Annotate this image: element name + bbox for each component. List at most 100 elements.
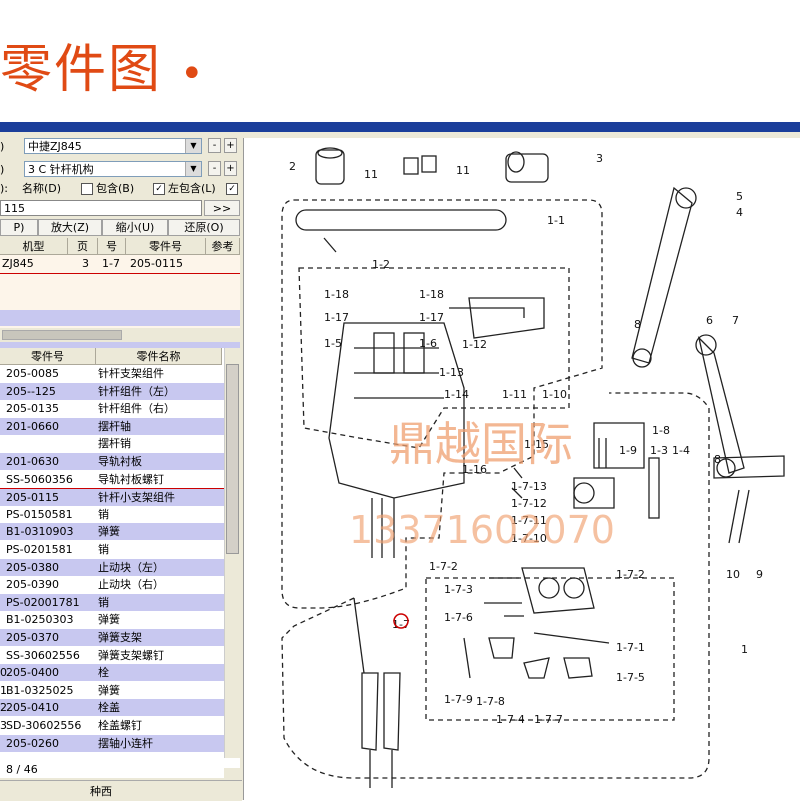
- col-header-model[interactable]: 机型: [0, 238, 68, 255]
- left-contains-checkbox[interactable]: ✓: [153, 183, 165, 195]
- mechanism-select[interactable]: 3 C 针杆机构 ▼: [24, 161, 202, 177]
- contains-option[interactable]: 包含(B): [78, 180, 134, 198]
- part-callout-label[interactable]: 1-7-10: [511, 532, 547, 545]
- part-callout-label[interactable]: 1-7-11: [511, 514, 547, 527]
- part-callout-label[interactable]: 9: [756, 568, 763, 581]
- part-callout-label[interactable]: 1-7-4: [496, 713, 525, 726]
- part-callout-label[interactable]: 1-7-13: [511, 480, 547, 493]
- col-header-part-number[interactable]: 零件号: [126, 238, 206, 255]
- part-callout-label[interactable]: 10: [726, 568, 740, 581]
- col-header-number[interactable]: 号: [98, 238, 126, 255]
- part-callout-label[interactable]: 8: [634, 318, 641, 331]
- part-callout-label[interactable]: 2: [289, 160, 296, 173]
- part-callout-label[interactable]: 7: [732, 314, 739, 327]
- part-callout-label[interactable]: 3: [596, 152, 603, 165]
- part-callout-label[interactable]: 1-17: [419, 311, 444, 324]
- part-callout-label[interactable]: 1-7-2: [429, 560, 458, 573]
- table-row[interactable]: ZJ845 3 1-7 205-0115: [0, 255, 240, 274]
- part-callout-label[interactable]: 1-12: [462, 338, 487, 351]
- zoom-out-button[interactable]: 缩小(U): [102, 219, 168, 236]
- part-callout-label[interactable]: 4: [736, 206, 743, 219]
- part-callout-label[interactable]: 1-15: [524, 438, 549, 451]
- mechanism-plus-button[interactable]: +: [224, 161, 237, 176]
- search-go-button[interactable]: >>: [204, 200, 240, 216]
- part-callout-label[interactable]: 1-7-12: [511, 497, 547, 510]
- part-callout-label[interactable]: 1-9: [619, 444, 637, 457]
- part-callout-label[interactable]: 1-7-6: [444, 611, 473, 624]
- part-callout-label[interactable]: 1-7-9: [444, 693, 473, 706]
- model-select[interactable]: 中捷ZJ845 ▼: [24, 138, 202, 154]
- restore-button[interactable]: 还原(O): [168, 219, 240, 236]
- part-callout-label[interactable]: 11: [364, 168, 378, 181]
- part-callout-label[interactable]: 1-10: [542, 388, 567, 401]
- zoom-in-button[interactable]: 放大(Z): [38, 219, 102, 236]
- part-callout-label[interactable]: 1-7-7: [534, 713, 563, 726]
- name-option[interactable]: 名称(D): [22, 182, 62, 195]
- part-callout-label[interactable]: 1-4: [672, 444, 690, 457]
- part-callout-label[interactable]: 1-2: [372, 258, 390, 271]
- chevron-down-icon[interactable]: ▼: [185, 139, 201, 153]
- part-callout-label[interactable]: 1-16: [462, 463, 487, 476]
- part-callout-label[interactable]: 1-14: [444, 388, 469, 401]
- model-plus-button[interactable]: +: [224, 138, 237, 153]
- part-callout-label[interactable]: 11: [456, 164, 470, 177]
- toolbar-left-button[interactable]: P): [0, 219, 38, 236]
- part-callout-label[interactable]: 1-18: [324, 288, 349, 301]
- contains-checkbox[interactable]: [81, 183, 93, 195]
- col-header-part-name[interactable]: 零件名称: [96, 348, 222, 365]
- part-callout-label[interactable]: 6: [706, 314, 713, 327]
- col-header-reference[interactable]: 参考: [206, 238, 240, 255]
- part-callout-label[interactable]: 1-17: [324, 311, 349, 324]
- part-callout-label[interactable]: 1-7-5: [616, 671, 645, 684]
- extra-checkbox[interactable]: ✓: [226, 183, 238, 195]
- model-minus-button[interactable]: -: [208, 138, 221, 153]
- part-callout-label[interactable]: 1-7-8: [476, 695, 505, 708]
- part-callout-label[interactable]: 1-7-3: [444, 583, 473, 596]
- part-callout-label[interactable]: 1-1: [547, 214, 565, 227]
- part-callout-label[interactable]: 1-5: [324, 337, 342, 350]
- part-callout-label[interactable]: 1-7-1: [616, 641, 645, 654]
- part-callout-label[interactable]: 1-13: [439, 366, 464, 379]
- part-callout-label[interactable]: 8: [714, 453, 721, 466]
- left-contains-option[interactable]: ✓左包含(L): [150, 180, 216, 198]
- part-callout-label[interactable]: 1-6: [419, 337, 437, 350]
- part-callout-label[interactable]: 1-11: [502, 388, 527, 401]
- part-callout-label[interactable]: 1: [741, 643, 748, 656]
- horizontal-scrollbar[interactable]: [0, 328, 240, 342]
- mechanism-minus-button[interactable]: -: [208, 161, 221, 176]
- search-input[interactable]: 115: [0, 200, 202, 216]
- table-row[interactable]: 摆杆销: [0, 435, 224, 453]
- part-callout-label[interactable]: 1-3: [650, 444, 668, 457]
- vertical-scrollbar[interactable]: [224, 348, 241, 758]
- part-callout-label[interactable]: 1-7: [392, 618, 410, 631]
- part-callout-label[interactable]: 1-18: [419, 288, 444, 301]
- col-header-part-number[interactable]: 零件号: [0, 348, 96, 365]
- col-header-page[interactable]: 页: [68, 238, 98, 255]
- part-callout-label[interactable]: 1-8: [652, 424, 670, 437]
- bottom-tab[interactable]: 种西: [90, 785, 112, 798]
- chevron-down-icon[interactable]: ▼: [185, 162, 201, 176]
- part-callout-label[interactable]: 5: [736, 190, 743, 203]
- part-callout-label[interactable]: 1-7-2: [616, 568, 645, 581]
